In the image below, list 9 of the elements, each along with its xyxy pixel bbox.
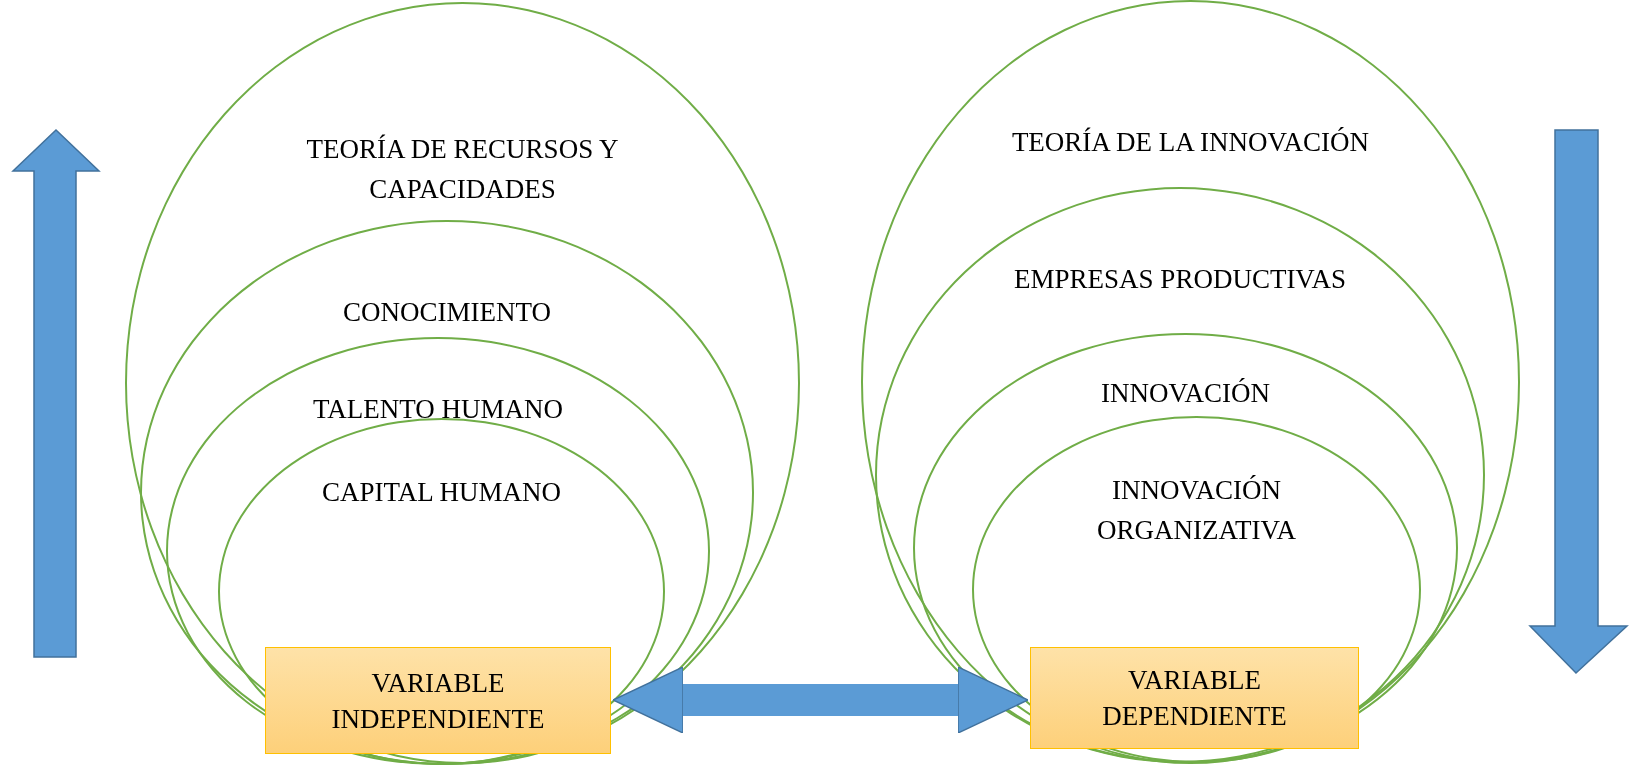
ellipse-label: TEORÍA DE LA INNOVACIÓN bbox=[1011, 126, 1370, 159]
ellipse-label: CAPITAL HUMANO bbox=[321, 476, 562, 509]
ellipse-label: INNOVACIÓN ORGANIZATIVA bbox=[1096, 474, 1297, 547]
ellipse-label: EMPRESAS PRODUCTIVAS bbox=[1014, 263, 1346, 296]
double-arrow bbox=[612, 666, 1029, 734]
ellipse-label: INNOVACIÓN bbox=[1101, 377, 1270, 410]
ellipse-label: TALENTO HUMANO bbox=[312, 393, 564, 426]
ellipse-label: CONOCIMIENTO bbox=[343, 296, 551, 329]
ellipse-label: TEORÍA DE RECURSOS Y CAPACIDADES bbox=[305, 133, 620, 206]
